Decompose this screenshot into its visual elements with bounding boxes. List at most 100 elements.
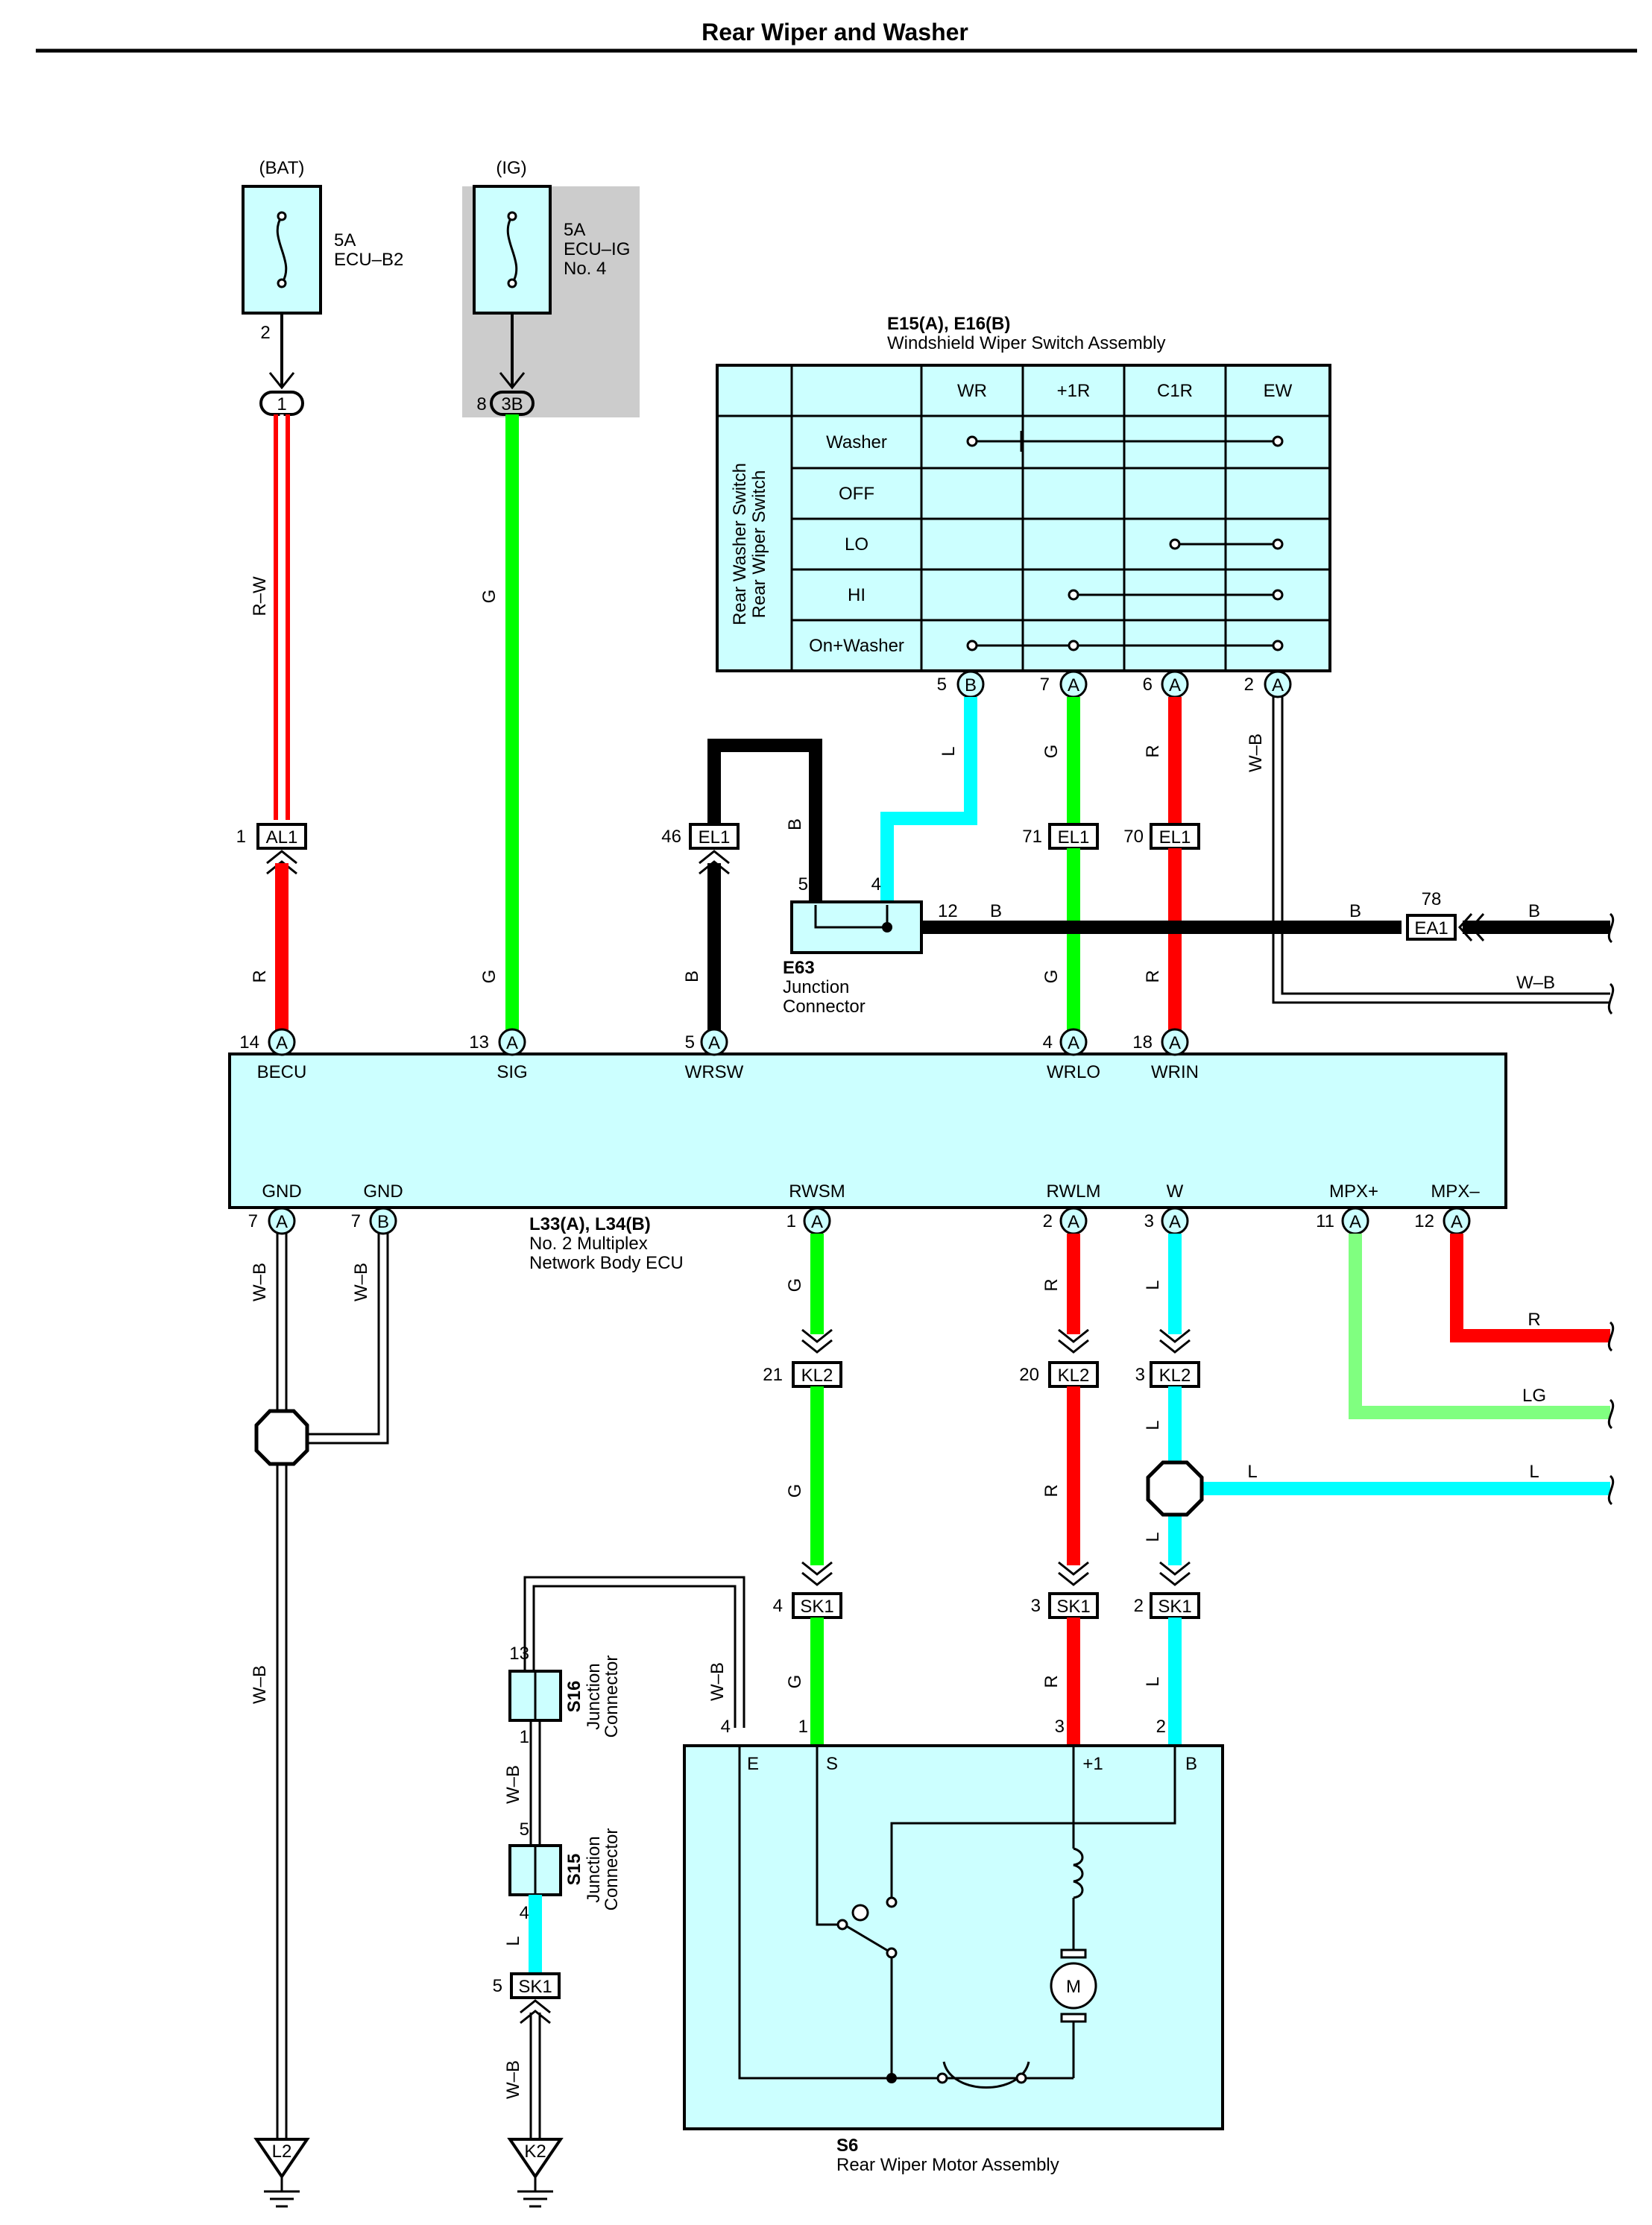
e63-ref: E63 xyxy=(783,958,815,978)
wire-label-l-s15: L xyxy=(503,1936,523,1945)
kl2-20-label: KL2 xyxy=(1058,1366,1090,1386)
kl2-3-pin: 3 xyxy=(1135,1365,1145,1385)
splice-point-icon xyxy=(254,1409,309,1466)
fuse-ecu-b2: (BAT) 5A ECU–B2 2 xyxy=(242,158,403,343)
ig-fuse-name: ECU–IG xyxy=(564,239,630,259)
al1-pin: 1 xyxy=(236,827,246,847)
ground-l2-icon xyxy=(253,2138,310,2180)
sk1-5-label: SK1 xyxy=(518,1977,552,1997)
e63-pin12: 12 xyxy=(938,901,958,921)
ecu-name2: Network Body ECU xyxy=(529,1253,684,1273)
ecu-gnd-a-label: GND xyxy=(262,1181,301,1202)
switch-side-label-2: Rear Wiper Switch xyxy=(749,470,769,619)
ecu-bottom-terminals: GND 7 A GND 7 B RWSM 1 A RWLM 2 A W 3 A … xyxy=(248,1181,1480,1235)
switch-row-on-washer: On+Washer xyxy=(809,636,904,656)
bat-fuse-name: ECU–B2 xyxy=(334,250,403,270)
ecu-wrsw-num: 5 xyxy=(685,1032,695,1052)
s15-pin-top: 5 xyxy=(520,1820,529,1840)
ecu-gnd-a-num: 7 xyxy=(248,1211,258,1231)
s15-name: Junction xyxy=(584,1836,604,1902)
motor-term-s-num: 1 xyxy=(798,1717,808,1737)
wire-label-rw: R–W xyxy=(250,576,270,616)
ecu-mpx-minus-letter: A xyxy=(1451,1212,1463,1232)
cam-plate-icon xyxy=(942,2061,1030,2089)
rear-wiper-motor-assembly: 4 E 1 S 3 +1 2 B M S6 Rear Wiper Motor xyxy=(683,1717,1224,2175)
switch-pins: 5 B 7 A 6 A 2 A xyxy=(937,670,1292,698)
kl2-20-pin: 20 xyxy=(1019,1365,1039,1385)
switch-row-off: OFF xyxy=(839,484,874,504)
ecu-mpx-plus-label: MPX+ xyxy=(1329,1181,1378,1202)
ecu-wrin-letter: A xyxy=(1169,1033,1181,1053)
motor-term-b-num: 2 xyxy=(1156,1717,1166,1737)
ecu-sig-label: SIG xyxy=(496,1062,527,1082)
wire-label-l-e63: L xyxy=(939,746,959,756)
s16-name: Junction xyxy=(584,1663,604,1729)
fuse-element-icon xyxy=(506,215,518,284)
ig-connector-label: 3B xyxy=(501,394,523,414)
ea1-label: EA1 xyxy=(1414,918,1448,938)
ecu-wrlo-label: WRLO xyxy=(1047,1062,1100,1082)
sk1-3-pin: 3 xyxy=(1031,1596,1041,1616)
al1-label: AL1 xyxy=(266,827,298,848)
ecu-mpx-plus-num: 11 xyxy=(1316,1211,1334,1231)
multiplex-network-body-ecu xyxy=(228,1052,1507,1209)
kl2-21-pin: 21 xyxy=(763,1365,783,1385)
motor-term-e-label: E xyxy=(747,1754,759,1774)
ig-fuse-rating: 5A xyxy=(564,220,585,240)
ground-k2-icon xyxy=(507,2138,564,2180)
sk1-4-pin: 4 xyxy=(773,1596,783,1616)
sk1-2-label: SK1 xyxy=(1158,1597,1191,1617)
switch-pin-6-letter: A xyxy=(1169,675,1181,695)
ecu-wrsw-letter: A xyxy=(708,1033,720,1053)
ecu-rwsm-label: RWSM xyxy=(789,1181,845,1202)
ecu-sig-letter: A xyxy=(506,1033,518,1053)
sk1-4-label: SK1 xyxy=(800,1597,833,1617)
ecu-gnd-b-num: 7 xyxy=(351,1211,361,1231)
wire-label-l-branch-2: L xyxy=(1529,1462,1539,1482)
wire-label-wb-switch: W–B xyxy=(1246,733,1266,772)
ecu-w-num: 3 xyxy=(1144,1211,1154,1231)
wire-label-l-w-1: L xyxy=(1143,1280,1163,1290)
fuse-element-icon xyxy=(276,215,288,284)
switch-pin-6-num: 6 xyxy=(1143,675,1153,695)
el1-71-pin: 71 xyxy=(1022,827,1042,847)
wire-label-g-sig-top: G xyxy=(479,590,499,604)
ea1-connector xyxy=(1406,914,1457,941)
ecu-becu-num: 14 xyxy=(239,1032,259,1052)
wire-label-g-wrlo: G xyxy=(1041,970,1062,984)
switch-cam-icon xyxy=(851,1904,869,1922)
switch-row-lo: LO xyxy=(845,534,868,555)
sk1-3-connector xyxy=(1048,1592,1099,1619)
ecu-becu-label: BECU xyxy=(257,1062,307,1082)
switch-pin-2-letter: A xyxy=(1272,675,1284,695)
wire-label-wb-gnd-long: W–B xyxy=(250,1665,270,1704)
ecu-rwlm-label: RWLM xyxy=(1047,1181,1101,1202)
wire-label-r-mpx: R xyxy=(1528,1310,1540,1330)
sk1-2-pin: 2 xyxy=(1134,1596,1144,1616)
wire-label-l-w-2: L xyxy=(1143,1420,1163,1430)
ecu-wrin-label: WRIN xyxy=(1151,1062,1199,1082)
s15-ref: S15 xyxy=(564,1854,584,1886)
wire-label-wb-gnd-b: W–B xyxy=(351,1263,371,1301)
e63-junction-connector: 5 4 12 E63 Junction Connector xyxy=(783,874,958,1017)
ecu-top-terminals: 14 A BECU 13 A SIG 5 A WRSW 4 A WRLO 18 … xyxy=(239,1028,1199,1082)
ecu-gnd-a-letter: A xyxy=(276,1212,288,1232)
ecu-name: No. 2 Multiplex xyxy=(529,1234,648,1254)
motor-symbol: M xyxy=(1066,1977,1081,1997)
switch-col-wr: WR xyxy=(957,381,987,401)
wire-r-mpx-minus xyxy=(1450,1234,1610,1342)
el1-46-pin: 46 xyxy=(661,827,681,847)
ecu-mpx-minus-label: MPX– xyxy=(1431,1181,1480,1202)
el1-70-label: EL1 xyxy=(1159,827,1191,848)
el1-46-label: EL1 xyxy=(699,827,731,848)
motor-ref: S6 xyxy=(836,2136,858,2156)
kl2-3-label: KL2 xyxy=(1159,1366,1191,1386)
bat-connector-label: 1 xyxy=(277,394,286,414)
s15-pin-bot: 4 xyxy=(520,1903,529,1923)
switch-pin-5-letter: B xyxy=(965,675,977,695)
wire-label-wb-motor-e: W–B xyxy=(707,1662,728,1701)
ecu-w-label: W xyxy=(1167,1181,1184,1202)
ecu-rwlm-num: 2 xyxy=(1043,1211,1053,1231)
wire-label-r-wrin-top: R xyxy=(1143,745,1163,757)
